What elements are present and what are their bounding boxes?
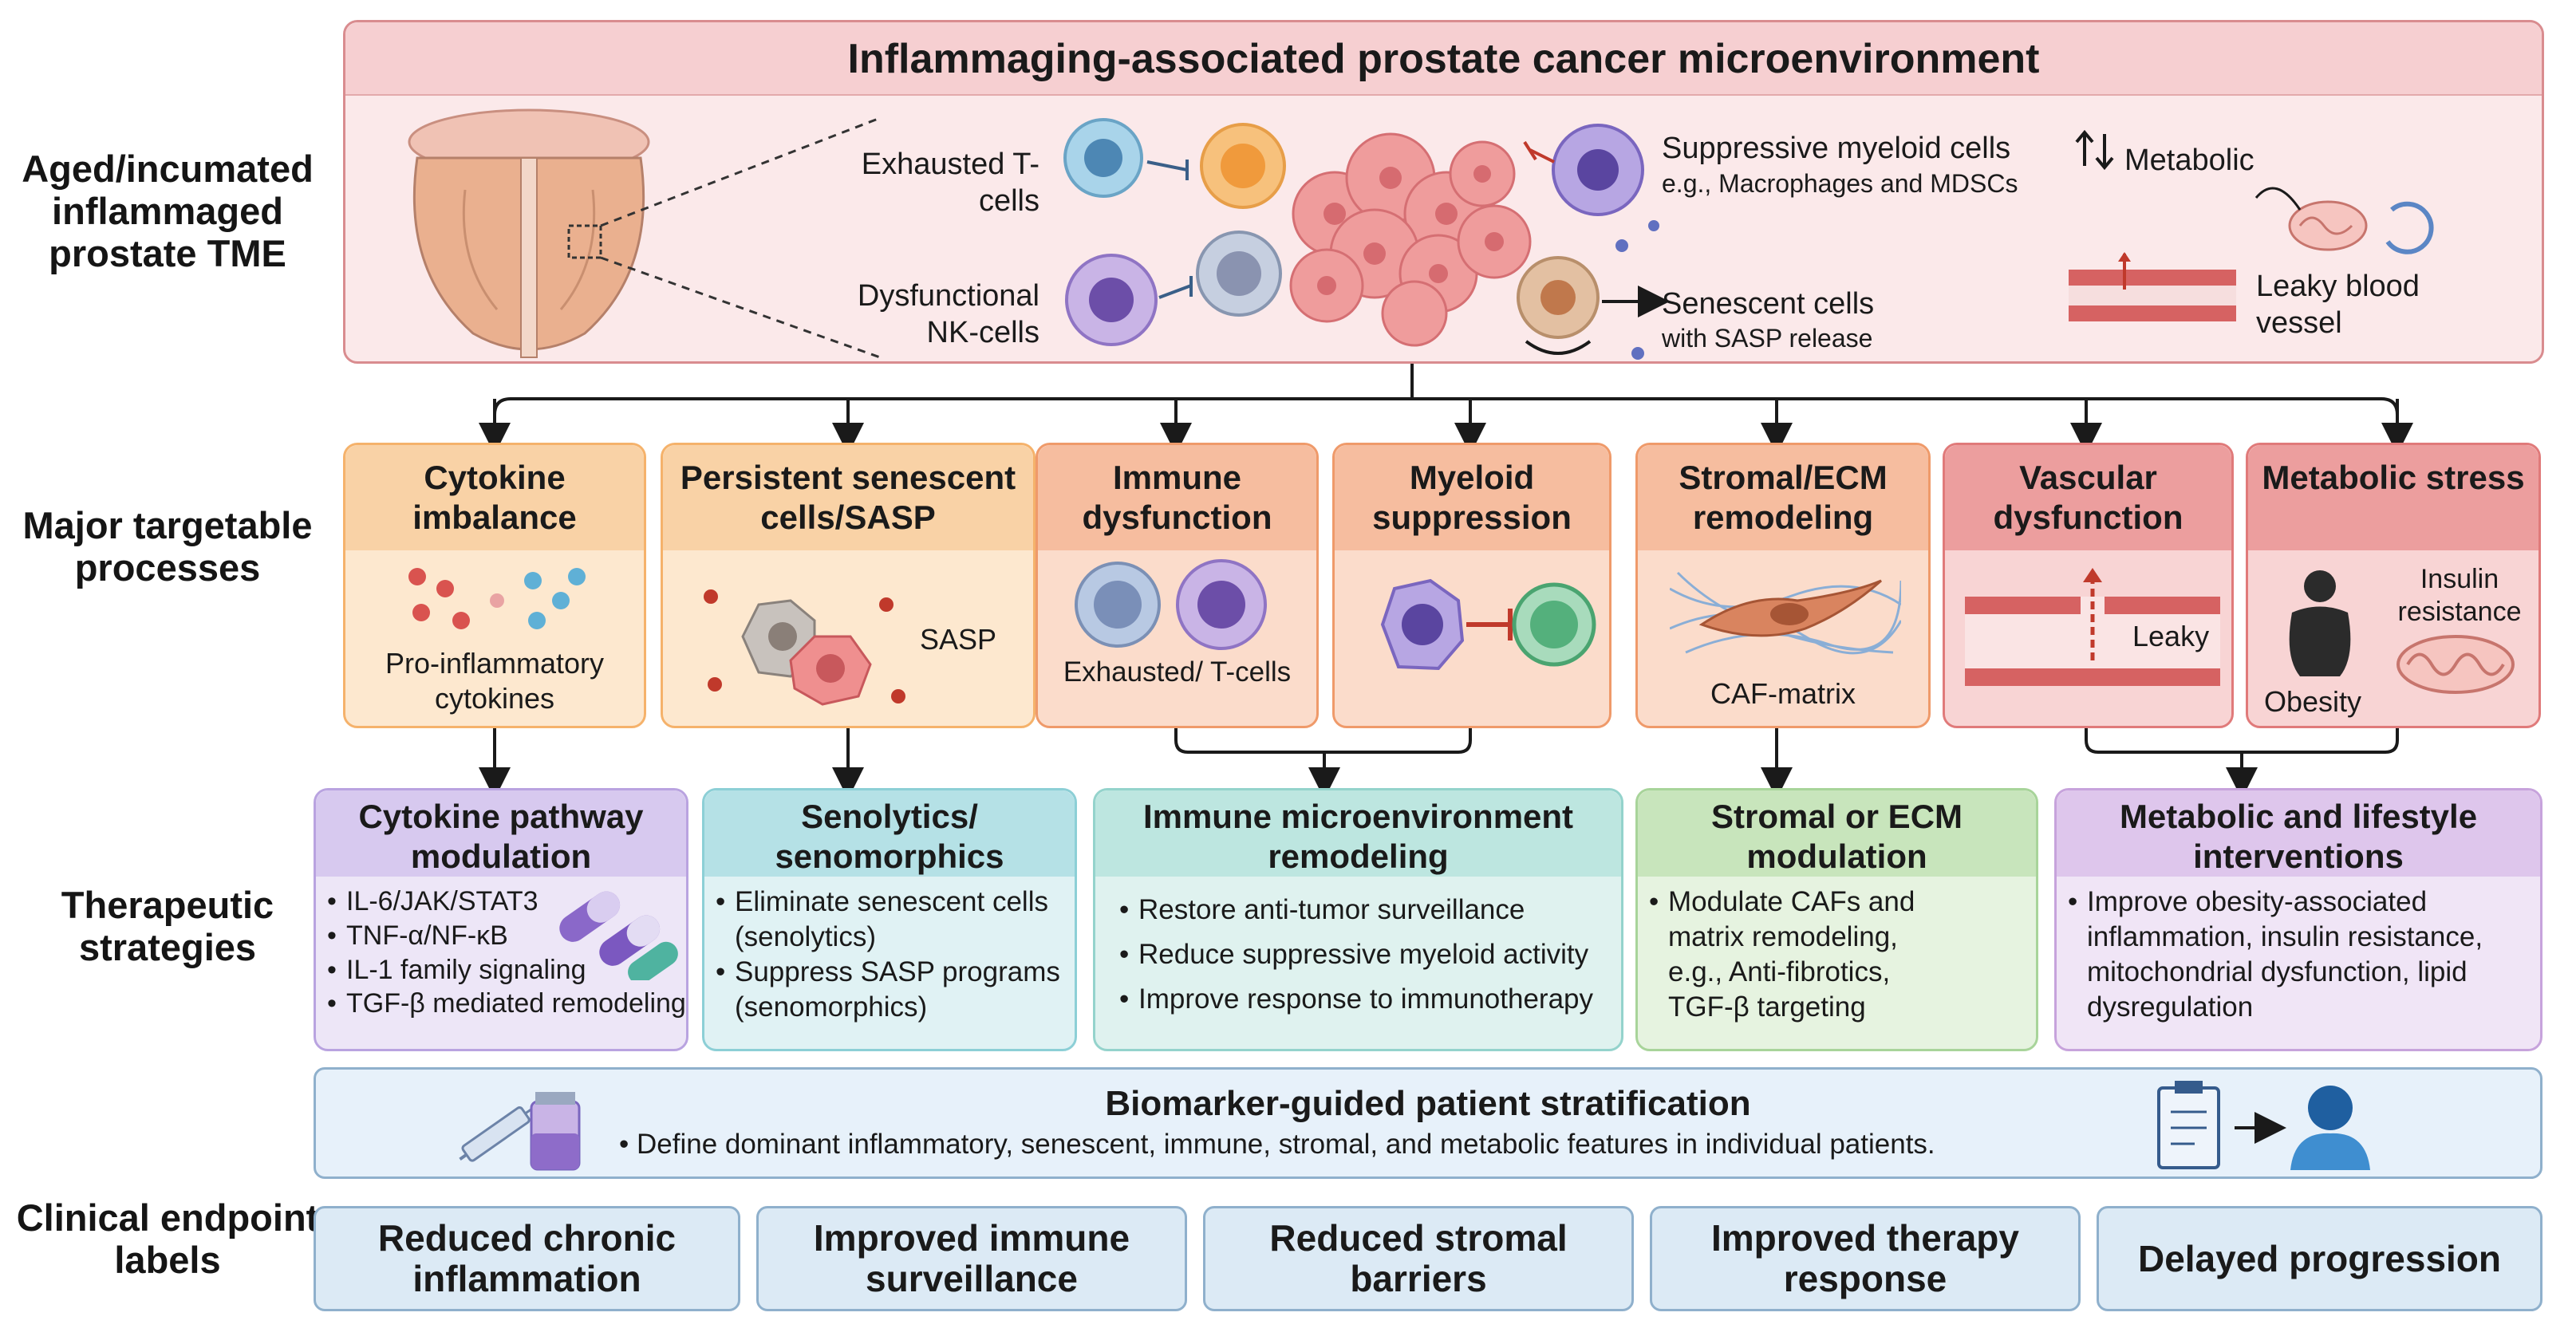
leaky-vessel-icon [1965,568,2220,686]
process-title: Cytokine imbalance [345,445,644,550]
metabolic-label: Metabolic [2124,144,2254,177]
process-caption: Obesity [2264,685,2362,718]
strategy-cytokine: Cytokine pathway modulation IL-6/JAK/STA… [314,788,688,1051]
strategy-senolytics: Senolytics/ senomorphics Eliminate senes… [702,788,1077,1051]
strategy-title: Immune microenvironment remodeling [1095,790,1621,877]
strategy-title: Stromal or ECM modulation [1638,790,2036,877]
prostate-illustration [408,108,881,359]
tumor-cells-illustration [1063,118,1670,360]
branch-line [493,397,2399,416]
bullet: Suppress SASP programs (senomorphics) [716,955,1071,1025]
process-stromal: Stromal/ECM remodeling CAF-matrix [1635,443,1931,728]
bullet: Reduce suppressive myeloid activity [1119,932,1614,977]
biomarker-text-line: • Define dominant inflammatory, senescen… [619,1129,1935,1160]
endpoint-immune-surveillance: Improved immune surveillance [756,1206,1187,1311]
nk-cells-label: Dysfunctional NK-cells [857,279,1039,350]
biomarker-title: Biomarker-guided patient stratification [1105,1084,1751,1123]
process-immune: Immune dysfunction Exhausted/ T-cells [1036,443,1319,728]
suppressive-myeloid-sub: e.g., Macrophages and MDSCs [1662,169,2018,198]
process-title: Vascular dysfunction [1945,445,2231,550]
biomarker-panel: Biomarker-guided patient stratification … [314,1067,2542,1179]
obesity-icon [2289,570,2351,676]
bullet: Improve obesity-associated inflammation,… [2068,885,2535,1025]
process-myeloid: Myeloid suppression [1332,443,1611,728]
senescent-cells-icon [704,589,905,706]
mitochondria-icon [2397,635,2515,694]
process-senescent: Persistent senescent cells/SASP SASP [661,443,1036,728]
strategy-immune: Immune microenvironment remodeling Resto… [1093,788,1623,1051]
cytokine-icon [408,568,586,629]
bracket-immune-myeloid [1174,728,1472,754]
page-title: Inflammaging-associated prostate cancer … [345,22,2542,96]
tme-panel: Inflammaging-associated prostate cancer … [343,20,2544,364]
process-caption: Leaky [2132,620,2210,652]
bullet: Restore anti-tumor surveillance [1119,888,1614,932]
bullet: IL-1 family signaling [327,953,686,987]
bullet: TNF-α/NF-κB [327,919,686,953]
process-vascular: Vascular dysfunction Leaky [1943,443,2234,728]
process-title: Immune dysfunction [1038,445,1316,550]
strategy-bullets: Restore anti-tumor surveillance Reduce s… [1119,888,1614,1022]
process-cytokine: Cytokine imbalance Pro-inflammatory cyto… [343,443,646,728]
senescent-cells-sub: with SASP release [1662,324,1873,353]
bullet: Modulate CAFs and matrix remodeling, e.g… [1649,885,1936,1025]
row-label-tme: Aged/incumated inflammaged prostate TME [22,148,314,275]
strategy-title: Senolytics/ senomorphics [704,790,1075,877]
endpoint-reduced-inflammation: Reduced chronic inflammation [314,1206,740,1311]
endpoint-therapy-response: Improved therapy response [1650,1206,2081,1311]
vessel-metabolic-illustration [2069,129,2434,321]
process-title: Stromal/ECM remodeling [1638,445,1928,550]
caf-matrix-icon [1670,571,1901,655]
vial-syringe-icon [459,1092,581,1171]
process-title: Metabolic stress [2248,445,2539,550]
process-title: Myeloid suppression [1335,445,1609,550]
process-caption: Pro-inflammatory cytokines [385,647,605,715]
exhausted-tcells-label: Exhausted T-cells [861,148,1039,219]
bullet: TGF-β mediated remodeling [327,987,686,1021]
endpoint-delayed-progression: Delayed progression [2097,1206,2542,1311]
row-label-processes: Major targetable processes [22,504,313,589]
process-metabolic: Metabolic stress Obesity Insulin resista… [2246,443,2541,728]
myeloid-suppression-icon [1380,578,1596,671]
process-title: Persistent senescent cells/SASP [663,445,1033,550]
strategy-bullets: IL-6/JAK/STAT3 TNF-α/NF-κB IL-1 family s… [327,885,686,1021]
pills-icon [559,891,678,980]
strategy-bullets: Eliminate senescent cells (senolytics) S… [716,885,1071,1025]
process-caption-secondary: Insulin resistance [2397,564,2522,627]
bullet: Improve response to immunotherapy [1119,977,1614,1022]
exhausted-tcells-icon [1075,559,1267,650]
process-caption: Exhausted/ T-cells [1063,656,1292,688]
stratification-icon [2157,1081,2370,1170]
bracket-vascular-metabolic [2085,728,2399,754]
strategy-stromal: Stromal or ECM modulation Modulate CAFs … [1635,788,2038,1051]
strategy-title: Metabolic and lifestyle interventions [2057,790,2540,877]
strategy-bullets: Improve obesity-associated inflammation,… [2068,885,2535,1025]
strategy-title: Cytokine pathway modulation [316,790,686,877]
strategy-bullets: Modulate CAFs and matrix remodeling, e.g… [1649,885,1936,1025]
biomarker-text: Define dominant inflammatory, senescent,… [636,1129,1935,1160]
process-caption: CAF-matrix [1710,677,1856,710]
bullet: Eliminate senescent cells (senolytics) [716,885,1071,955]
process-caption: SASP [920,623,997,656]
leaky-vessel-label: Leaky blood vessel [2256,270,2420,341]
senescent-cells-label: Senescent cells [1662,287,1875,321]
row-label-endpoints: Clinical endpoint labels [16,1196,319,1282]
strategy-metabolic: Metabolic and lifestyle interventions Im… [2054,788,2542,1051]
suppressive-myeloid-label: Suppressive myeloid cells [1662,132,2011,165]
endpoint-stromal-barriers: Reduced stromal barriers [1203,1206,1634,1311]
row-label-strategies: Therapeutic strategies [61,884,274,969]
bullet: IL-6/JAK/STAT3 [327,885,686,919]
